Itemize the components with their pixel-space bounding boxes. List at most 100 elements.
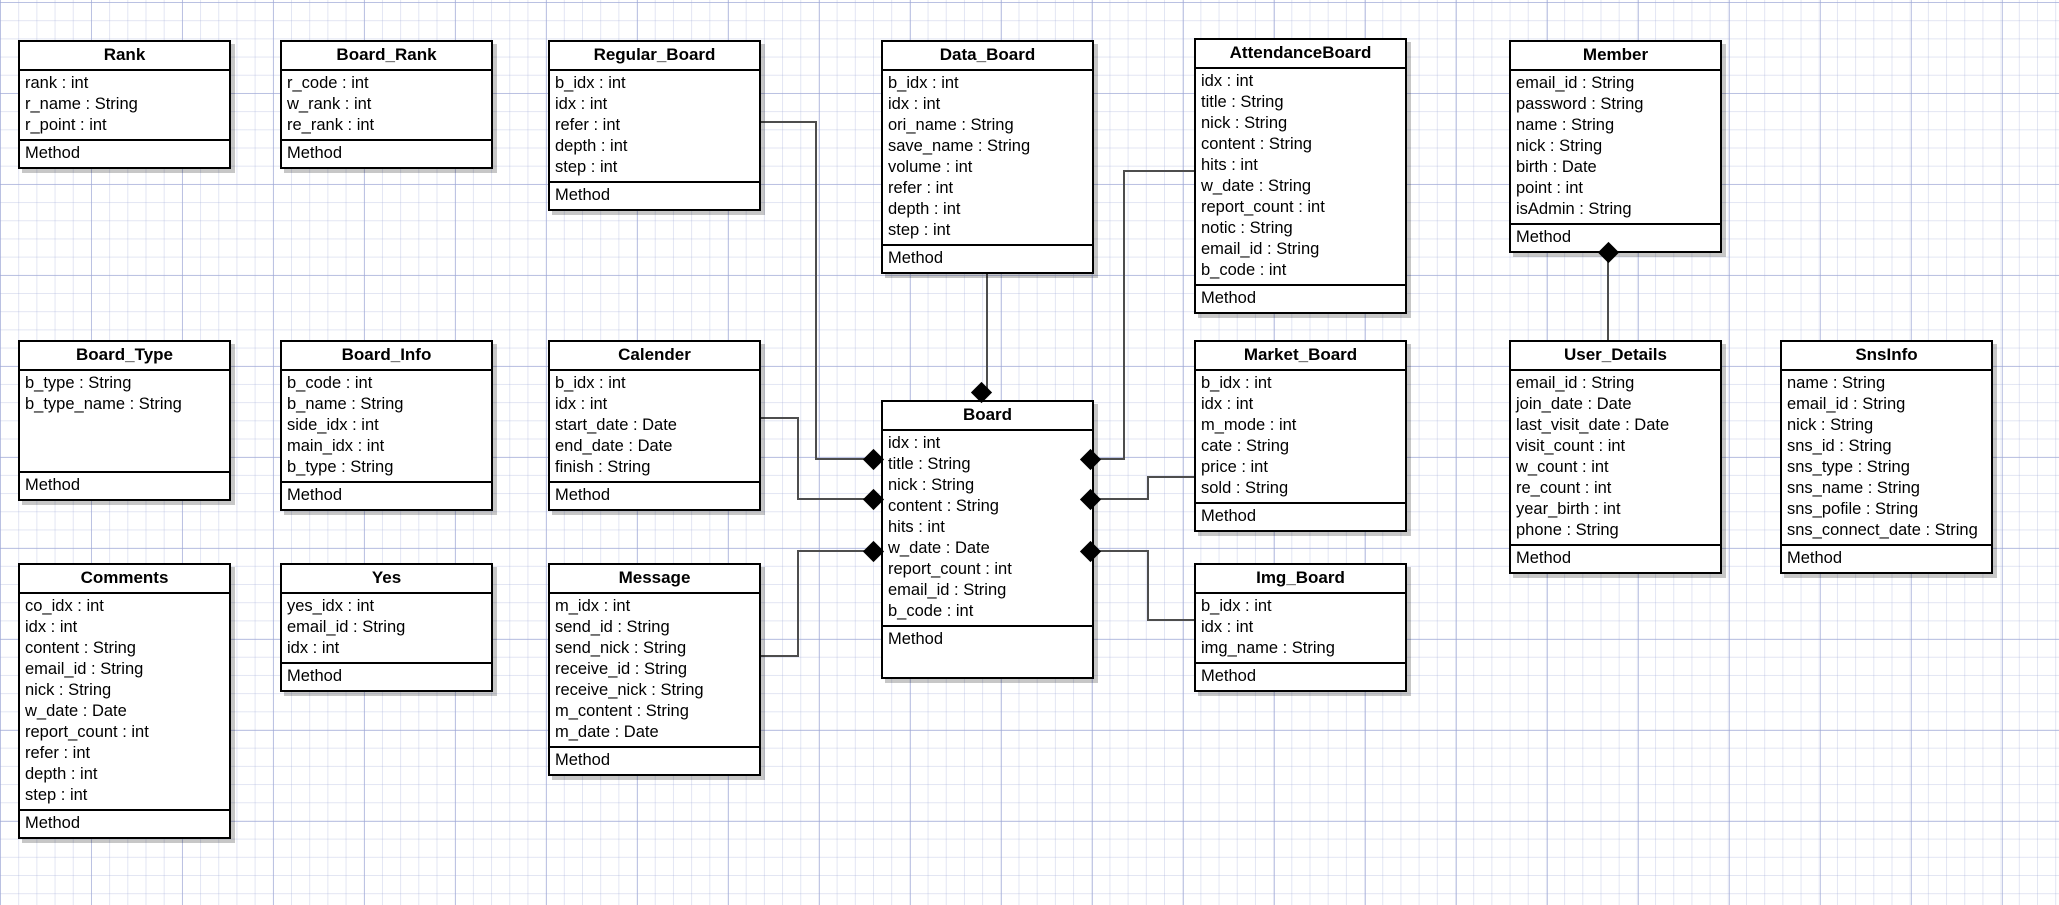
uml-method-compartment: Method <box>550 748 759 774</box>
edge-calender-board <box>761 417 873 500</box>
uml-attribute: b_type_name : String <box>25 395 182 413</box>
uml-attribute: sns_connect_date : String <box>1787 521 1978 539</box>
uml-attribute: refer : int <box>888 179 954 197</box>
uml-class-name: User_Details <box>1511 342 1720 371</box>
uml-attribute: w_count : int <box>1516 458 1609 476</box>
uml-method-compartment: Method <box>550 183 759 209</box>
uml-attribute: email_id : String <box>25 660 144 678</box>
uml-attribute: w_date : Date <box>25 702 127 720</box>
uml-class-name: Member <box>1511 42 1720 71</box>
uml-class-name: Calender <box>550 342 759 371</box>
uml-attribute: idx : int <box>25 618 78 636</box>
uml-attribute: point : int <box>1516 179 1583 197</box>
uml-attribute: cate : String <box>1201 437 1290 455</box>
uml-attribute: b_idx : int <box>1201 374 1272 392</box>
uml-attribute: report_count : int <box>1201 198 1325 216</box>
uml-attribute: name : String <box>1516 116 1615 134</box>
uml-attribute: step : int <box>555 158 618 176</box>
uml-attribute: nick : String <box>1787 416 1874 434</box>
uml-attribute: notic : String <box>1201 219 1293 237</box>
uml-method: Method <box>888 630 944 648</box>
uml-attribute: sns_pofile : String <box>1787 500 1919 518</box>
uml-attribute: refer : int <box>555 116 621 134</box>
uml-class-name: Yes <box>282 565 491 594</box>
uml-class-member[interactable]: Member email_id : String password : String… <box>1509 40 1722 253</box>
uml-class-name: Data_Board <box>883 42 1092 71</box>
uml-attribute: b_code : int <box>287 374 373 392</box>
uml-method: Method <box>1516 549 1572 567</box>
edge-attendance-board <box>1090 170 1194 460</box>
uml-attribute: m_mode : int <box>1201 416 1297 434</box>
uml-method: Method <box>287 144 343 162</box>
uml-attribute: end_date : Date <box>555 437 673 455</box>
uml-attribute: idx : int <box>287 639 340 657</box>
uml-class-name: SnsInfo <box>1782 342 1991 371</box>
uml-attribute: r_name : String <box>25 95 138 113</box>
uml-attribute: idx : int <box>555 95 608 113</box>
uml-attribute: year_birth : int <box>1516 500 1621 518</box>
uml-class-name: Rank <box>20 42 229 71</box>
uml-attribute: password : String <box>1516 95 1644 113</box>
uml-class-name: Board <box>883 402 1092 431</box>
uml-attribute: content : String <box>25 639 136 657</box>
uml-method-compartment: Method <box>1196 504 1405 530</box>
uml-method: Method <box>555 751 611 769</box>
uml-method: Method <box>1201 667 1257 685</box>
edge-message-board <box>761 550 873 657</box>
uml-class-name: Comments <box>20 565 229 594</box>
uml-attribute: sold : String <box>1201 479 1289 497</box>
uml-attribute: sns_id : String <box>1787 437 1892 455</box>
uml-class-name: Board_Rank <box>282 42 491 71</box>
uml-class-name: Regular_Board <box>550 42 759 71</box>
uml-attribute: content : String <box>1201 135 1312 153</box>
uml-method: Method <box>25 144 81 162</box>
uml-attribute-compartment: b_idx : int idx : int m_mode : int cate : S… <box>1196 371 1405 504</box>
uml-attribute: main_idx : int <box>287 437 385 455</box>
uml-attribute: email_id : String <box>1516 374 1635 392</box>
uml-class-name: Board_Info <box>282 342 491 371</box>
uml-attribute: sns_type : String <box>1787 458 1910 476</box>
uml-attribute: last_visit_date : Date <box>1516 416 1670 434</box>
uml-attribute: email_id : String <box>1516 74 1635 92</box>
uml-attribute: idx : int <box>1201 395 1254 413</box>
uml-method-compartment: Method <box>20 811 229 837</box>
uml-attribute: depth : int <box>888 200 961 218</box>
uml-class-market_board[interactable]: Market_Board b_idx : int idx : int m_mode :… <box>1194 340 1407 532</box>
uml-method-compartment: Method <box>282 483 491 509</box>
uml-attribute: m_idx : int <box>555 597 631 615</box>
uml-class-name: Market_Board <box>1196 342 1405 371</box>
uml-attribute: img_name : String <box>1201 639 1335 657</box>
uml-attribute: price : int <box>1201 458 1268 476</box>
uml-method: Method <box>25 476 81 494</box>
uml-method-compartment: Method <box>1196 664 1405 690</box>
uml-attribute: start_date : Date <box>555 416 677 434</box>
uml-method: Method <box>287 667 343 685</box>
uml-attribute: ori_name : String <box>888 116 1014 134</box>
uml-attribute: email_id : String <box>1201 240 1320 258</box>
uml-attribute: refer : int <box>25 744 91 762</box>
uml-attribute: nick : String <box>888 476 975 494</box>
